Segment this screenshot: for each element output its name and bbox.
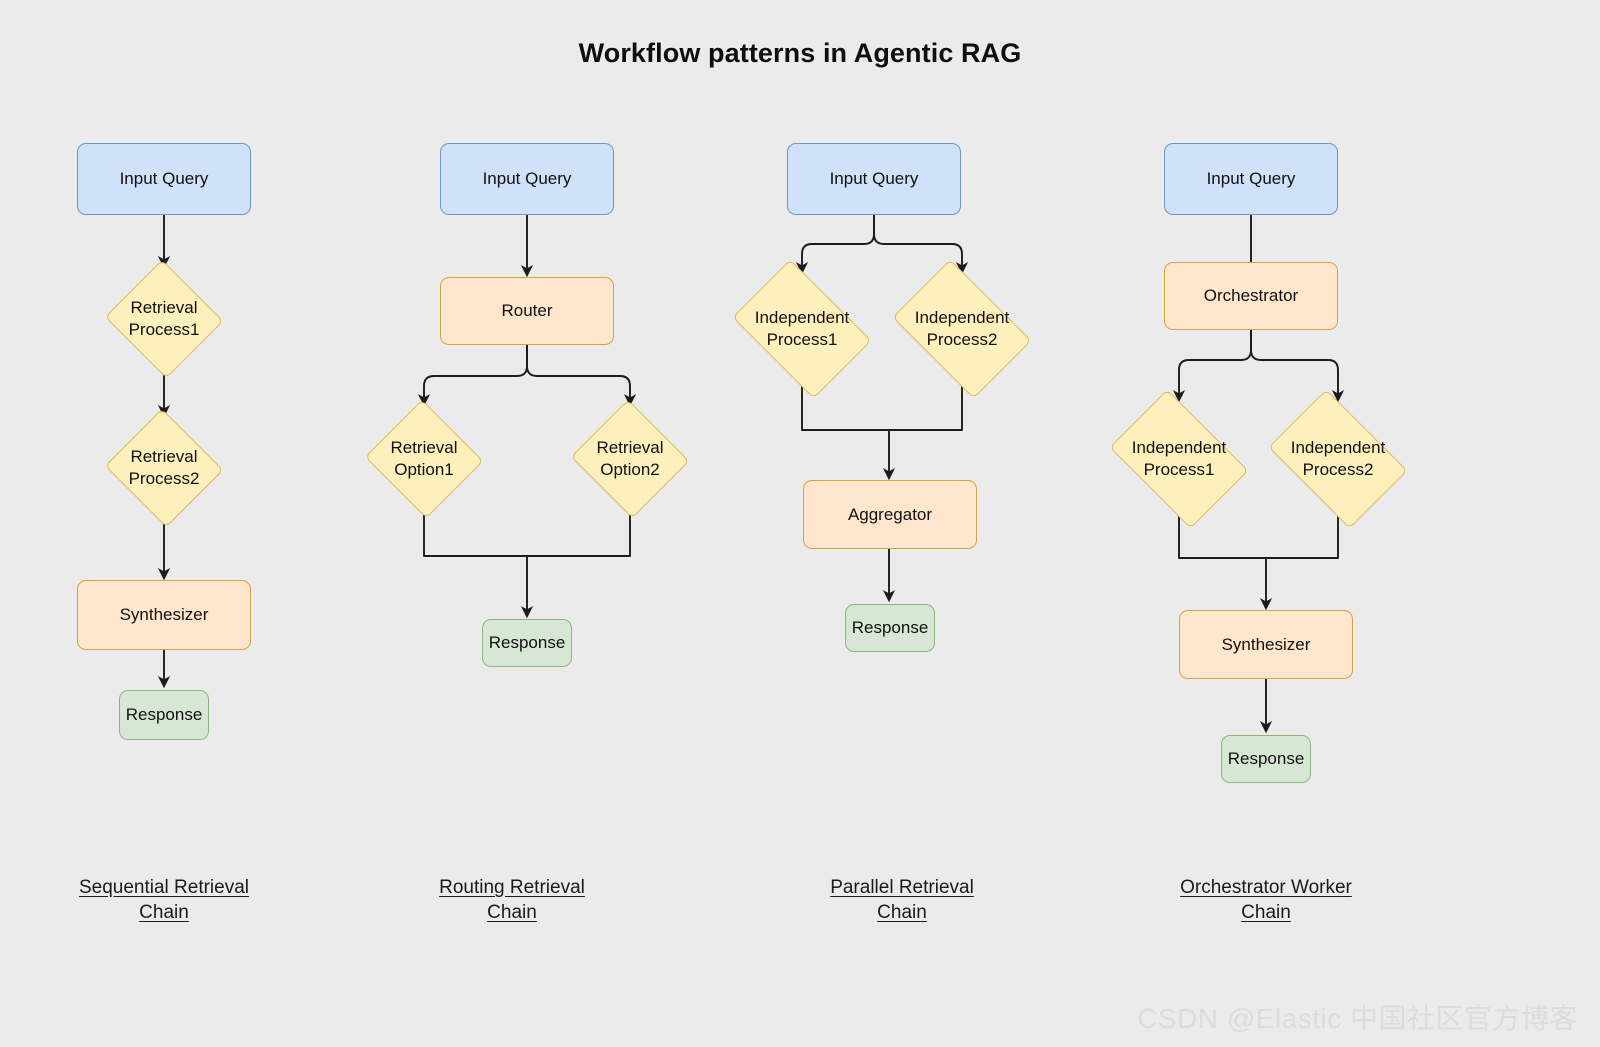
node-retrieval-option1[interactable]: Retrieval Option1 <box>364 399 484 519</box>
node-input-query[interactable]: Input Query <box>77 143 251 215</box>
caption-text: Routing Retrieval Chain <box>439 877 585 924</box>
edge-input-query-to-independent-process2 <box>873 215 969 275</box>
edge-independent-process1-to-aggregator <box>801 385 889 431</box>
edge-independent-process1-to-synthesizer <box>1178 515 1266 559</box>
node-input-query[interactable]: Input Query <box>1164 143 1338 215</box>
node-response[interactable]: Response <box>482 619 572 667</box>
caption-text: Orchestrator Worker Chain <box>1180 877 1352 924</box>
node-retrieval-process2[interactable]: Retrieval Process2 <box>104 408 224 528</box>
page-title: Workflow patterns in Agentic RAG <box>578 38 1022 68</box>
node-response[interactable]: Response <box>1221 735 1311 783</box>
node-aggregator[interactable]: Aggregator <box>803 480 977 549</box>
node-input-query[interactable]: Input Query <box>440 143 614 215</box>
edge-independent-process2-to-synthesizer <box>1266 515 1339 559</box>
node-synthesizer[interactable]: Synthesizer <box>77 580 251 650</box>
edge-retrieval-option1-to-response <box>423 515 527 557</box>
edge-orchestrator-to-independent-process2 <box>1250 330 1345 403</box>
edge-router-to-retrieval-option2 <box>526 345 637 407</box>
node-retrieval-option2[interactable]: Retrieval Option2 <box>570 399 690 519</box>
node-independent-process1[interactable]: Independent Process1 <box>722 258 882 399</box>
edge-input-query-to-independent-process1 <box>795 215 875 275</box>
caption-routing-retrieval-chain: Routing Retrieval Chain <box>362 850 662 925</box>
node-retrieval-process1[interactable]: Retrieval Process1 <box>104 259 224 379</box>
watermark: CSDN @Elastic 中国社区官方博客 <box>1137 1003 1578 1034</box>
caption-parallel-retrieval-chain: Parallel Retrieval Chain <box>752 850 1052 925</box>
edge-retrieval-option2-to-response <box>527 515 631 557</box>
caption-text: Sequential Retrieval Chain <box>78 877 250 924</box>
caption-orchestrator-worker-chain: Orchestrator Worker Chain <box>1116 850 1416 925</box>
node-independent-process2[interactable]: Independent Process2 <box>1258 388 1418 529</box>
node-synthesizer[interactable]: Synthesizer <box>1179 610 1353 679</box>
edge-orchestrator-to-independent-process1 <box>1172 330 1252 403</box>
node-independent-process1[interactable]: Independent Process1 <box>1099 388 1259 529</box>
edge-independent-process2-to-aggregator <box>889 385 963 431</box>
node-router[interactable]: Router <box>440 277 614 345</box>
caption-text: Parallel Retrieval Chain <box>830 877 974 924</box>
node-response[interactable]: Response <box>845 604 935 652</box>
caption-sequential-retrieval-chain: Sequential Retrieval Chain <box>14 850 314 925</box>
node-response[interactable]: Response <box>119 690 209 740</box>
node-orchestrator[interactable]: Orchestrator <box>1164 262 1338 330</box>
node-input-query[interactable]: Input Query <box>787 143 961 215</box>
node-independent-process2[interactable]: Independent Process2 <box>882 258 1042 399</box>
edge-router-to-retrieval-option1 <box>417 345 528 407</box>
